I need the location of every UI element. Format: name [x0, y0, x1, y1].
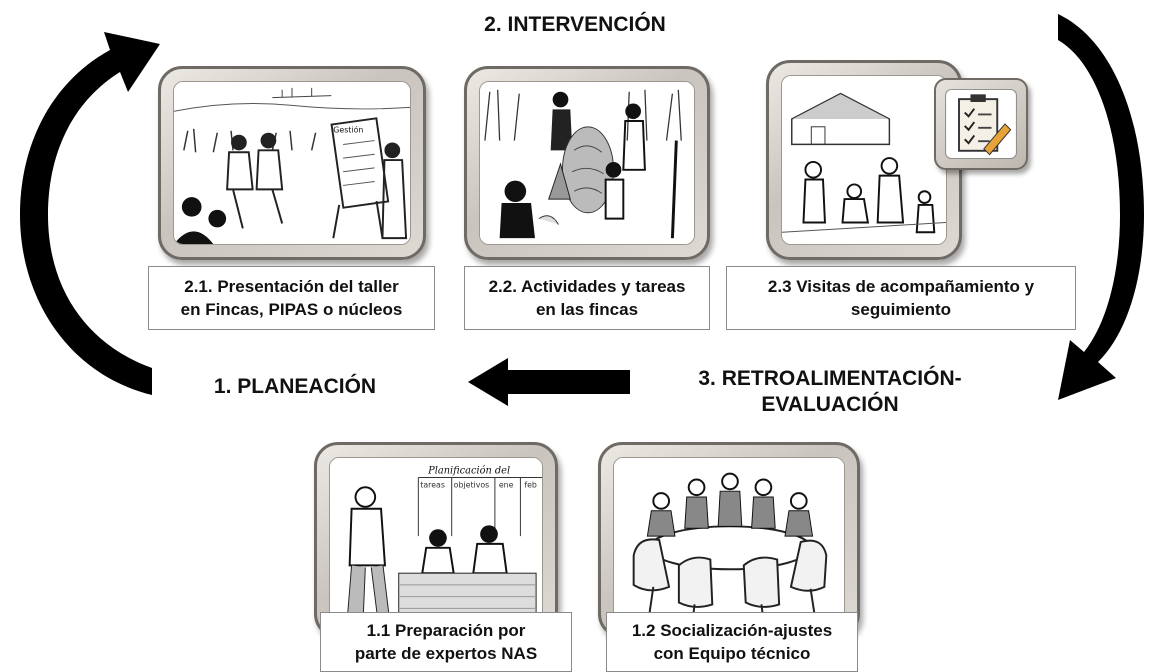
caption-step-2-3-line1: 2.3 Visitas de acompañamiento y	[767, 277, 1035, 296]
caption-step-1-1-line1: 1.1 Preparación por	[366, 621, 526, 640]
board-column-4: feb	[524, 480, 537, 489]
caption-step-2-1-line1: 2.1. Presentación del taller	[184, 277, 399, 296]
caption-step-1-2: 1.2 Socialización-ajustes con Equipo técn…	[606, 612, 858, 672]
cycle-arrow-right-icon	[1058, 14, 1144, 400]
cycle-arrow-left-icon	[20, 32, 160, 395]
caption-step-2-3: 2.3 Visitas de acompañamiento y seguimien…	[726, 266, 1076, 330]
feedback-heading-line1: 3. RETROALIMENTACIÓN-	[698, 367, 962, 390]
farm-activities-illustration	[464, 66, 710, 260]
caption-step-2-3-line2: seguimiento	[850, 300, 952, 319]
board-column-1: tareas	[420, 480, 445, 489]
caption-step-1-2-line2: con Equipo técnico	[653, 644, 811, 663]
caption-step-1-1-line2: parte de expertos NAS	[354, 644, 538, 663]
team-meeting-illustration	[598, 442, 860, 638]
feedback-heading-line2: EVALUACIÓN	[761, 393, 899, 416]
caption-step-2-2-line2: en las fincas	[535, 300, 639, 319]
caption-step-2-1-line2: en Fincas, PIPAS o núcleos	[180, 300, 403, 319]
flow-arrow-left-icon	[468, 358, 630, 406]
workshop-presentation-illustration: Gestión	[158, 66, 426, 260]
caption-step-2-2-line1: 2.2. Actividades y tareas	[488, 277, 686, 296]
feedback-heading: 3. RETROALIMENTACIÓN- EVALUACIÓN	[680, 366, 980, 418]
caption-step-2-2: 2.2. Actividades y tareas en las fincas	[464, 266, 710, 330]
caption-step-1-1: 1.1 Preparación por parte de expertos NAS	[320, 612, 572, 672]
poster-text: Gestión	[333, 125, 363, 135]
caption-step-2-1: 2.1. Presentación del taller en Fincas, P…	[148, 266, 435, 330]
clipboard-icon	[934, 78, 1028, 170]
expert-preparation-illustration: Planificación del tareas objetivos ene f…	[314, 442, 558, 638]
planning-heading: 1. PLANEACIÓN	[213, 375, 377, 398]
board-column-3: ene	[499, 480, 514, 489]
board-title-text: Planificación del	[427, 466, 510, 477]
intervention-heading: 2. INTERVENCIÓN	[484, 13, 666, 36]
caption-step-1-2-line1: 1.2 Socialización-ajustes	[631, 621, 833, 640]
follow-up-visit-illustration	[766, 60, 962, 260]
board-column-2: objetivos	[454, 480, 490, 489]
